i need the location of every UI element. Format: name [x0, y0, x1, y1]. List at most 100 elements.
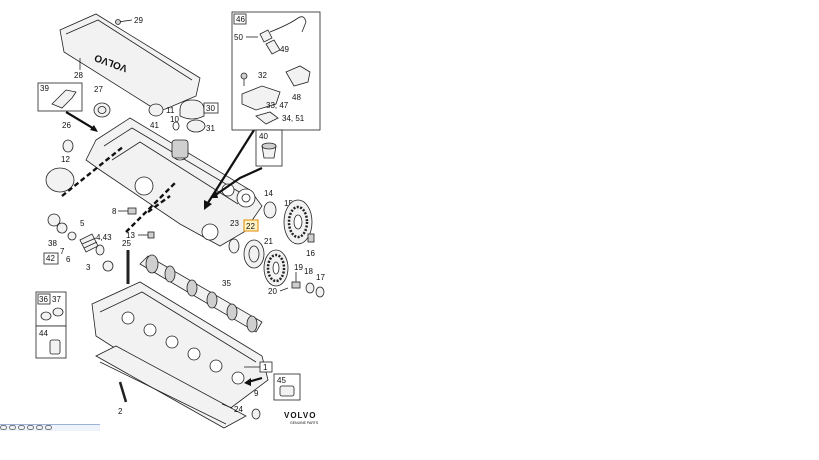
camshaft-carrier-part[interactable] [85, 117, 263, 247]
bolt-2-part[interactable] [118, 381, 128, 403]
label-8[interactable]: 8 [112, 207, 117, 216]
label-31[interactable]: 31 [206, 124, 215, 133]
toolbar-button-1[interactable] [0, 425, 7, 430]
seal-14-part[interactable] [263, 201, 277, 219]
label-36[interactable]: 36 [39, 295, 48, 304]
label-37[interactable]: 37 [52, 295, 61, 304]
viewer-toolbar [0, 424, 100, 431]
toolbar-button-4[interactable] [27, 425, 34, 430]
washer-18-part[interactable] [305, 282, 315, 294]
shim-36-part[interactable] [40, 311, 52, 321]
arrow-40-to-head [213, 166, 263, 197]
seal-26-part[interactable] [62, 139, 74, 153]
sensor-50-part[interactable] [259, 29, 273, 43]
label-19[interactable]: 19 [294, 263, 303, 272]
brand-name: VOLVO [284, 411, 316, 420]
label-26[interactable]: 26 [62, 121, 71, 130]
ring-11-part[interactable] [148, 103, 164, 117]
label-48[interactable]: 48 [292, 93, 301, 102]
label-50[interactable]: 50 [234, 33, 243, 42]
toolbar-button-2[interactable] [9, 425, 16, 430]
head-gasket-part[interactable] [95, 345, 247, 429]
bolt-8-part[interactable] [127, 207, 137, 215]
plug-45-part[interactable] [279, 385, 295, 397]
label-41[interactable]: 41 [150, 121, 159, 130]
label-28[interactable]: 28 [74, 71, 83, 80]
bolt-29-part[interactable] [115, 19, 121, 25]
label-3[interactable]: 3 [86, 263, 91, 272]
label-12[interactable]: 12 [61, 155, 70, 164]
label-40[interactable]: 40 [259, 132, 268, 141]
label-21[interactable]: 21 [264, 237, 273, 246]
keeper-7-part[interactable] [67, 231, 77, 241]
label-14[interactable]: 14 [264, 189, 273, 198]
connector-48-part[interactable] [285, 65, 311, 87]
seal-4-part[interactable] [95, 244, 105, 256]
label-33-47[interactable]: 33, 47 [266, 101, 289, 110]
label-5[interactable]: 5 [80, 219, 85, 228]
label-38[interactable]: 38 [48, 239, 57, 248]
adjuster-22-part[interactable] [243, 239, 265, 269]
label-24[interactable]: 24 [234, 405, 243, 414]
label-25[interactable]: 25 [122, 239, 131, 248]
label-30[interactable]: 30 [206, 104, 215, 113]
label-11[interactable]: 11 [166, 106, 175, 115]
bolt-32-part[interactable] [240, 72, 248, 80]
part-box-30[interactable] [203, 102, 219, 114]
shim-37-part[interactable] [52, 307, 64, 317]
valve-cover-part[interactable]: VOLVO [59, 13, 201, 110]
part-box-42[interactable] [43, 252, 59, 265]
bolt-16-part[interactable] [307, 233, 315, 243]
label-1[interactable]: 1 [263, 363, 268, 372]
label-35[interactable]: 35 [222, 279, 231, 288]
bolt-19-part[interactable] [291, 281, 301, 289]
toolbar-button-3[interactable] [18, 425, 25, 430]
label-27[interactable]: 27 [94, 85, 103, 94]
seal-49-part[interactable] [265, 39, 281, 55]
label-39[interactable]: 39 [40, 84, 49, 93]
label-9[interactable]: 9 [254, 389, 259, 398]
label-7[interactable]: 7 [60, 247, 65, 256]
part-box-22-highlighted[interactable] [243, 219, 259, 232]
tappet-38-part[interactable] [47, 213, 61, 227]
label-20[interactable]: 20 [268, 287, 277, 296]
seal-27-part[interactable] [93, 102, 111, 118]
label-17[interactable]: 17 [316, 273, 325, 282]
label-46[interactable]: 46 [236, 15, 245, 24]
ring-31-part[interactable] [186, 119, 206, 133]
label-15[interactable]: 15 [284, 199, 293, 208]
bracket-39-part[interactable] [51, 89, 77, 109]
label-45[interactable]: 45 [277, 376, 286, 385]
label-34-51[interactable]: 34, 51 [282, 114, 305, 123]
seal-9-part[interactable] [251, 408, 261, 420]
label-2[interactable]: 2 [118, 407, 123, 416]
label-10[interactable]: 10 [170, 115, 179, 124]
sleeve-44-part[interactable] [49, 339, 61, 355]
label-13[interactable]: 13 [126, 231, 135, 240]
seat-3-part[interactable] [102, 260, 114, 272]
gasket-34-part[interactable] [255, 111, 279, 125]
plug-17-part[interactable] [315, 286, 325, 298]
label-4-43[interactable]: 4,43 [96, 233, 112, 242]
cap-10-part[interactable] [179, 99, 205, 120]
label-32[interactable]: 32 [258, 71, 267, 80]
label-18[interactable]: 18 [304, 267, 313, 276]
label-49[interactable]: 49 [280, 45, 289, 54]
plug-12-part[interactable] [45, 167, 75, 193]
seal-23-part[interactable] [228, 238, 240, 254]
label-6[interactable]: 6 [66, 255, 71, 264]
label-44[interactable]: 44 [39, 329, 48, 338]
ring-41-part[interactable] [172, 121, 180, 131]
solenoid-33-part[interactable] [241, 85, 281, 111]
camshaft-35-part[interactable] [139, 254, 263, 333]
label-29[interactable]: 29 [134, 16, 143, 25]
label-23[interactable]: 23 [230, 219, 239, 228]
toolbar-button-5[interactable] [36, 425, 43, 430]
cylinder-head-part[interactable] [91, 281, 269, 411]
toolbar-button-6[interactable] [45, 425, 52, 430]
label-22[interactable]: 22 [246, 222, 255, 231]
label-16[interactable]: 16 [306, 249, 315, 258]
pin-13-part[interactable] [147, 231, 155, 239]
label-42[interactable]: 42 [46, 254, 55, 263]
